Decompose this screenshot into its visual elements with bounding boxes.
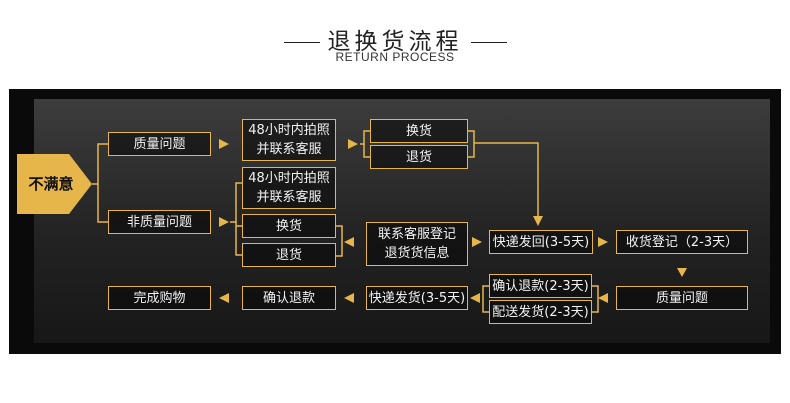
arrow-quality-to-group xyxy=(598,293,608,303)
register-info-box: 联系客服登记 退货货信息 xyxy=(366,222,468,266)
header-subtitle: RETURN PROCESS xyxy=(335,50,455,64)
arrow-express-to-receive xyxy=(598,237,608,247)
line-start-branch xyxy=(92,143,108,185)
title-text: 退换货流程 xyxy=(327,29,463,55)
return-box-2: 退货 xyxy=(242,243,336,267)
return-box-1: 退货 xyxy=(370,145,468,169)
arrow-express-to-refund xyxy=(344,293,354,303)
arrow-down-to-express xyxy=(533,216,543,226)
arrow-quality-to-photo xyxy=(219,139,229,149)
quality-issue-box: 质量问题 xyxy=(108,132,211,156)
line-start-branch-lower xyxy=(97,184,108,223)
line-pair-bracket xyxy=(336,225,343,257)
resend-goods-box: 配送发货(2-3天) xyxy=(489,300,592,324)
start-label: 不满意 xyxy=(28,175,74,193)
line-group-right xyxy=(592,285,599,313)
line-quality-split-lower xyxy=(363,144,370,158)
confirm-refund-box-1: 确认退款(2-3天) xyxy=(489,274,592,298)
express-return-box: 快递发回(3-5天) xyxy=(489,230,593,254)
arrow-photo-to-split xyxy=(348,139,358,149)
arrow-refund-to-done xyxy=(219,293,229,303)
exchange-box-2: 换货 xyxy=(242,214,336,238)
line-quality-split xyxy=(360,130,370,145)
line-nonquality-split xyxy=(230,182,242,223)
line-to-express-return xyxy=(474,142,539,222)
express-ship-box: 快递发货(3-5天) xyxy=(366,286,468,310)
non-quality-issue-box: 非质量问题 xyxy=(108,210,211,234)
photo-contact-box-2: 48小时内拍照 并联系客服 xyxy=(242,167,336,209)
receive-register-box: 收货登记（2-3天） xyxy=(616,230,748,254)
arrow-receive-to-quality xyxy=(677,268,687,277)
arrow-register-to-pair xyxy=(344,237,354,247)
title-right-rule xyxy=(470,41,507,44)
line-nonquality-split-2 xyxy=(235,222,242,256)
header-title: 退换货流程 xyxy=(0,22,790,56)
line-merge-right xyxy=(468,130,475,158)
start-arrow-shape xyxy=(17,154,92,214)
photo-contact-box-1: 48小时内拍照 并联系客服 xyxy=(242,119,336,161)
quality-check-box: 质量问题 xyxy=(616,286,748,310)
title-left-rule xyxy=(283,41,320,44)
confirm-refund-box-2: 确认退款 xyxy=(242,286,336,310)
arrow-register-to-express xyxy=(472,237,482,247)
arrow-group-to-express xyxy=(470,293,480,303)
exchange-box-1: 换货 xyxy=(370,119,468,143)
arrow-nonquality-to-photo xyxy=(219,217,229,227)
purchase-done-box: 完成购物 xyxy=(108,286,211,310)
line-group-left xyxy=(482,285,489,313)
